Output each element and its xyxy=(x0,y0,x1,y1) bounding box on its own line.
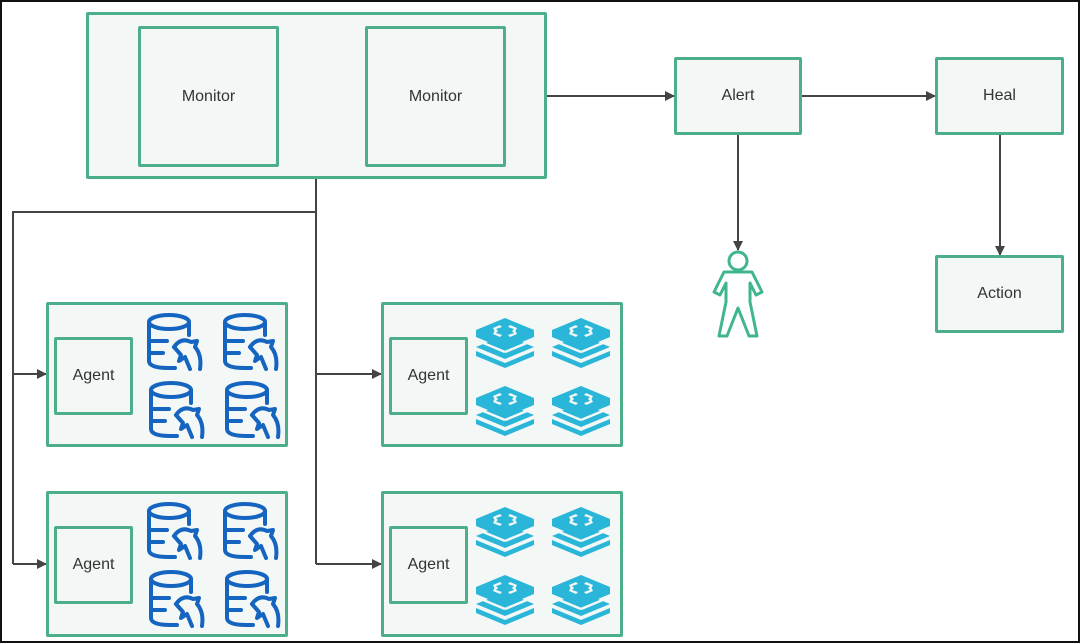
mysql-database-icon xyxy=(223,568,285,635)
redis-stack-icon xyxy=(474,572,536,631)
action-node[interactable]: Action xyxy=(935,255,1064,333)
monitor-group[interactable]: Monitor Monitor xyxy=(86,12,547,179)
heal-node[interactable]: Heal xyxy=(935,57,1064,135)
monitor-node-2-label: Monitor xyxy=(408,87,463,105)
alert-label: Alert xyxy=(721,87,755,104)
redis-stack-icon xyxy=(550,315,612,374)
edge-monitor-bus xyxy=(12,178,317,564)
mysql-database-icon xyxy=(223,379,285,446)
action-label: Action xyxy=(977,285,1022,302)
redis-stack-icon xyxy=(474,315,536,374)
agent-node-1[interactable]: Agent xyxy=(54,337,133,415)
mysql-database-icon xyxy=(145,311,207,378)
redis-stack-icon xyxy=(474,383,536,442)
heal-label: Heal xyxy=(983,87,1016,104)
mysql-database-icon xyxy=(221,311,283,378)
monitor-node-1-label: Monitor xyxy=(181,87,236,105)
mysql-database-icon xyxy=(147,379,209,446)
person-icon xyxy=(712,250,764,338)
agent-group-2[interactable]: Agent xyxy=(381,302,623,447)
redis-stack-icon xyxy=(550,383,612,442)
agent-node-4-label: Agent xyxy=(407,556,450,573)
agent-node-3-label: Agent xyxy=(72,556,115,573)
agent-group-1[interactable]: Agent xyxy=(46,302,288,447)
agent-node-1-label: Agent xyxy=(72,367,115,384)
agent-node-4[interactable]: Agent xyxy=(389,526,468,604)
mysql-database-icon xyxy=(221,500,283,567)
agent-node-2[interactable]: Agent xyxy=(389,337,468,415)
alert-node[interactable]: Alert xyxy=(674,57,802,135)
agent-group-4[interactable]: Agent xyxy=(381,491,623,637)
agent-node-3[interactable]: Agent xyxy=(54,526,133,604)
mysql-database-icon xyxy=(145,500,207,567)
mysql-database-icon xyxy=(147,568,209,635)
redis-stack-icon xyxy=(550,572,612,631)
agent-node-2-label: Agent xyxy=(407,367,450,384)
monitor-node-1[interactable]: Monitor xyxy=(138,26,279,167)
redis-stack-icon xyxy=(474,504,536,563)
redis-stack-icon xyxy=(550,504,612,563)
agent-group-3[interactable]: Agent xyxy=(46,491,288,637)
monitor-node-2[interactable]: Monitor xyxy=(365,26,506,167)
